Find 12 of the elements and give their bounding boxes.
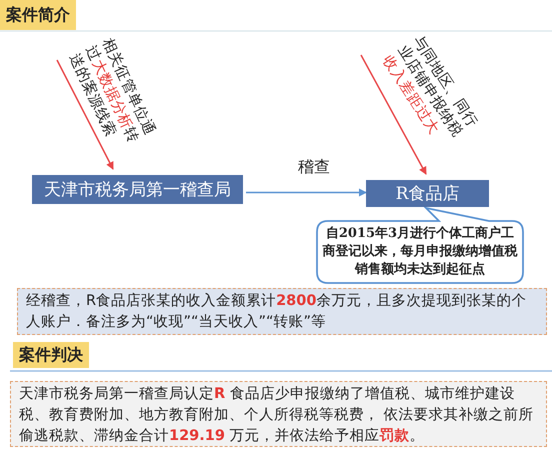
edge-label: 相关征管单位通过大数据分析转送的案源线索 (65, 36, 159, 148)
arrow (246, 188, 367, 196)
process-box: 天津市税务局第一稽查局 (32, 175, 243, 204)
edge-label: 与同地区、同行业店铺申报纳税收入差距过大 (378, 32, 482, 142)
arrow (56, 60, 114, 170)
callout-bubble: 自2015年3月进行个体工商户工商登记以来，每月申报缴纳增值税销售额均未达到起征点 (316, 207, 524, 284)
section-heading: 案件判决 (13, 342, 89, 368)
arrow (360, 54, 427, 175)
section-heading: 案件简介 (0, 0, 76, 30)
note-box: 经稽查，R食品店张某的收入金额累计2800余万元，且多次提现到张某的个人账户．备注多为“收现”“当天收入”“转账”等 (17, 288, 547, 335)
note-box: 天津市税务局第一稽查局认定R 食品店少申报缴纳了增值税、城市维护建设税、教育费附加、地方教育附加、个人所得税等税费， 依法要求其补缴之前所偷逃税款、滞纳金合计129.19 万元，并依法给予相应罚款。 (10, 381, 547, 447)
process-box: R食品店 (366, 180, 489, 207)
